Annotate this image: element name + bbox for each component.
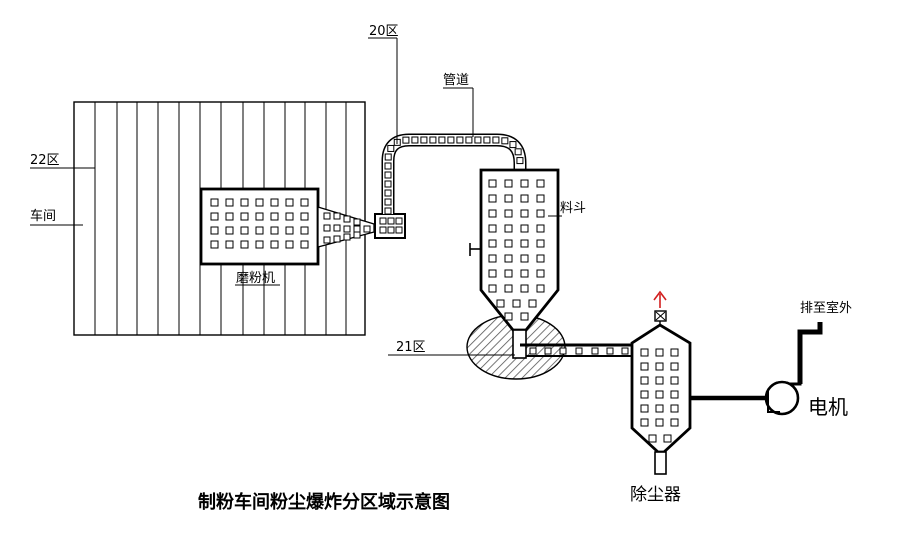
label-zone22: 22区 [30,153,60,168]
label-motor: 电机 [808,395,848,419]
label-exhaust: 排至室外 [800,300,852,316]
label-pipe: 管道 [443,73,469,88]
leader-lines [30,37,562,356]
grinding-mill [199,187,320,266]
label-workshop: 车间 [30,208,56,224]
label-dust-collector: 除尘器 [630,485,681,505]
label-hopper: 料斗 [560,201,586,216]
label-zone21: 21区 [396,340,426,355]
dust-collector [630,290,692,475]
hopper [469,168,560,359]
diagram-title: 制粉车间粉尘爆炸分区域示意图 [198,491,450,513]
pipeline [381,133,527,215]
motor-fan [690,322,823,416]
label-mill: 磨粉机 [236,271,275,286]
pipe-junction-box [374,213,406,239]
label-zone20: 20区 [369,24,399,39]
duct-to-collector [520,343,632,357]
exhaust-arrow-icon [653,290,667,308]
